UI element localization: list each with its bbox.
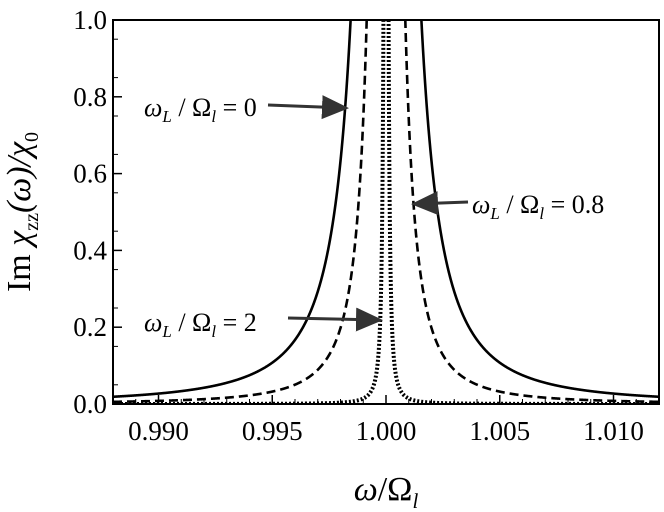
curves bbox=[113, 20, 659, 404]
annotation-arrow bbox=[267, 95, 349, 120]
annotation-arrow bbox=[411, 191, 469, 216]
y-axis-label-im: Im bbox=[1, 246, 38, 292]
annotation-label: ωL / Ωl = 0.8 bbox=[472, 190, 604, 223]
y-tick-label: 0.8 bbox=[73, 82, 107, 112]
x-axis-label-omega: ω bbox=[354, 471, 378, 508]
x-tick-label: 1.010 bbox=[583, 416, 644, 446]
x-tick-label: 0.990 bbox=[128, 416, 189, 446]
x-tick-label: 1.000 bbox=[356, 416, 417, 446]
y-axis-label-chi: χ bbox=[1, 230, 38, 249]
y-axis-label-arg: (ω)/ bbox=[1, 153, 38, 213]
x-tick-label: 0.995 bbox=[242, 416, 303, 446]
x-axis-label: ω/Ωl bbox=[354, 471, 419, 512]
annotation-arrow bbox=[287, 307, 383, 332]
y-tick-label: 1.0 bbox=[73, 5, 107, 35]
annotations: ωL / Ωl = 0 ωL / Ωl = 0.8 ωL / Ωl = 2 bbox=[144, 93, 604, 341]
y-axis-label-sub0: 0 bbox=[21, 132, 43, 142]
annotation-label: ωL / Ωl = 2 bbox=[144, 308, 257, 341]
y-axis-label-chi0: χ bbox=[1, 141, 38, 160]
x-axis-label-slash: /Ω bbox=[378, 471, 413, 508]
annotation-label: ωL / Ωl = 0 bbox=[144, 93, 257, 126]
y-tick-label: 0.0 bbox=[73, 389, 107, 419]
y-tick-label: 0.6 bbox=[73, 159, 107, 189]
x-tick-label: 1.005 bbox=[469, 416, 530, 446]
y-axis-label-sub: zz bbox=[21, 213, 43, 231]
x-axis-ticks: 0.990 0.995 1.000 1.005 1.010 bbox=[128, 395, 644, 446]
x-axis-label-sub: l bbox=[412, 489, 418, 512]
y-axis-label: Im χzz(ω)/χ0 bbox=[1, 132, 43, 292]
curve-dashed bbox=[113, 20, 659, 404]
curve-solid bbox=[113, 20, 659, 399]
y-tick-label: 0.2 bbox=[73, 312, 107, 342]
y-axis-ticks: 0.0 0.2 0.4 0.6 0.8 1.0 bbox=[73, 5, 122, 419]
y-tick-label: 0.4 bbox=[73, 235, 107, 265]
